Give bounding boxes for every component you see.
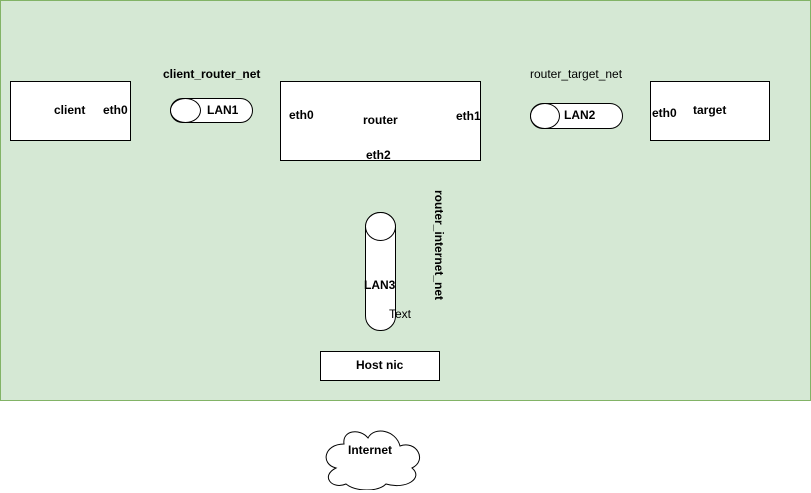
internet-label: Internet <box>348 443 393 457</box>
router-target-net-label: router_target_net <box>530 67 623 81</box>
client-router-net-label: client_router_net <box>163 67 261 81</box>
router-node[interactable] <box>280 81 481 161</box>
router-eth1-label: eth1 <box>456 109 481 123</box>
lan1-cylinder-cap <box>170 98 201 123</box>
target-node[interactable] <box>650 81 770 141</box>
host-nic-label: Host nic <box>356 358 404 372</box>
internet-cloud-icon[interactable] <box>316 424 430 490</box>
lab-network-panel <box>0 0 811 401</box>
lan1-label: LAN1 <box>207 103 239 117</box>
client-label: client <box>54 103 86 117</box>
target-eth0-label: eth0 <box>652 106 677 120</box>
client-eth0-label: eth0 <box>103 103 128 117</box>
lan2-cylinder-cap <box>530 103 560 129</box>
lan2-label: LAN2 <box>564 108 596 122</box>
lan3-label: LAN3 <box>364 278 396 292</box>
lan3-note-text: Text <box>389 307 412 321</box>
router-eth2-label: eth2 <box>366 148 391 162</box>
router-label: router <box>363 113 398 127</box>
client-node[interactable] <box>10 81 131 141</box>
router-eth0-label: eth0 <box>289 108 314 122</box>
target-label: target <box>693 103 727 117</box>
router-internet-net-label: router_internet_net <box>432 190 446 301</box>
host-nic-node[interactable] <box>320 351 440 381</box>
lan3-cylinder-cap <box>365 212 396 241</box>
